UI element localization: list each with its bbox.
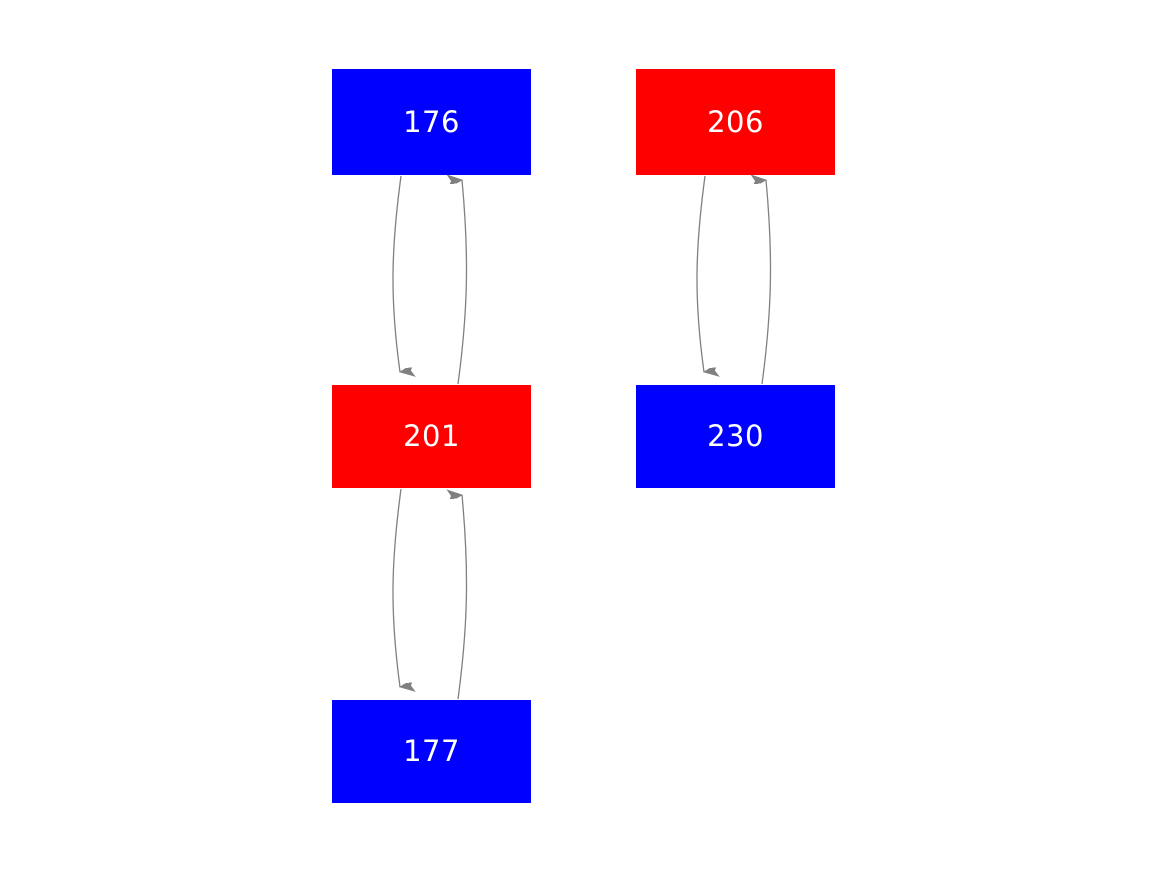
edge-201-to-176 bbox=[458, 180, 468, 385]
edge-230-to-206 bbox=[762, 180, 772, 385]
edge-176-to-201 bbox=[392, 175, 401, 372]
graph-node-206[interactable]: 206 bbox=[636, 69, 835, 175]
edge-177-to-201 bbox=[458, 495, 468, 700]
graph-node-176[interactable]: 176 bbox=[332, 69, 531, 175]
graph-node-201[interactable]: 201 bbox=[332, 385, 531, 488]
node-label: 206 bbox=[707, 104, 764, 139]
node-label: 201 bbox=[403, 419, 460, 453]
edge-206-to-230 bbox=[696, 175, 705, 372]
node-label: 177 bbox=[403, 734, 460, 768]
node-label: 230 bbox=[707, 419, 764, 453]
graph-node-177[interactable]: 177 bbox=[332, 700, 531, 803]
graph-node-230[interactable]: 230 bbox=[636, 385, 835, 488]
node-label: 176 bbox=[403, 104, 460, 139]
edge-201-to-177 bbox=[392, 488, 401, 687]
